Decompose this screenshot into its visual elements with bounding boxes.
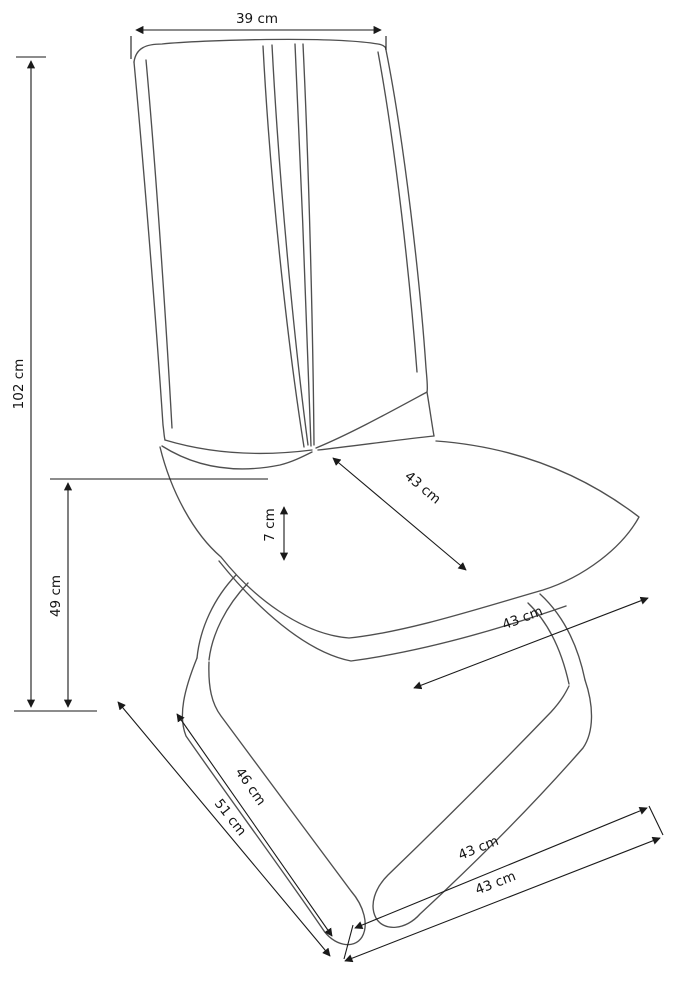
backrest-left-inner-edge <box>145 59 173 429</box>
seat-junction-fold-a <box>164 439 313 455</box>
backrest-seam-right-a <box>294 43 312 447</box>
label-base-width-lower: 43 cm <box>473 868 518 898</box>
backrest-dart-lower <box>317 435 435 451</box>
left-leg-outer <box>196 574 237 659</box>
backrest-right-inner-edge <box>377 51 418 373</box>
dim-seat-width <box>413 596 649 690</box>
dim-base-width-lower <box>344 836 661 963</box>
left-leg-inner <box>208 582 249 661</box>
dim-seat-depth <box>332 457 467 571</box>
backrest-seam-right-b <box>302 43 315 446</box>
label-backrest-width: 39 cm <box>236 11 278 27</box>
backrest-left-edge <box>133 61 166 441</box>
label-seat-depth: 43 cm <box>401 468 443 507</box>
seat-side-edge <box>218 560 567 662</box>
dim-base-length-inner <box>176 713 333 937</box>
label-seat-height: 49 cm <box>48 575 64 617</box>
label-base-length-inner: 46 cm <box>232 765 269 809</box>
label-cushion-thickness: 7 cm <box>262 508 278 541</box>
label-total-height: 102 cm <box>11 359 27 410</box>
ext-base-width-left <box>343 924 354 960</box>
seat-top-outline <box>159 440 640 639</box>
ext-base-width-right <box>648 805 664 836</box>
seat-junction-fold-b <box>161 445 313 470</box>
label-seat-width: 43 cm <box>500 603 545 633</box>
dim-base-length-outer <box>117 701 331 957</box>
backrest-dart-upper <box>315 391 428 449</box>
backrest-seam-left-a <box>262 45 305 448</box>
chair-drawing <box>133 38 640 946</box>
backrest-seam-left-b <box>271 44 309 446</box>
backrest-outline <box>133 38 435 437</box>
left-runner <box>181 657 366 946</box>
dim-base-width-upper <box>354 807 648 929</box>
dimension-lines <box>14 25 664 963</box>
